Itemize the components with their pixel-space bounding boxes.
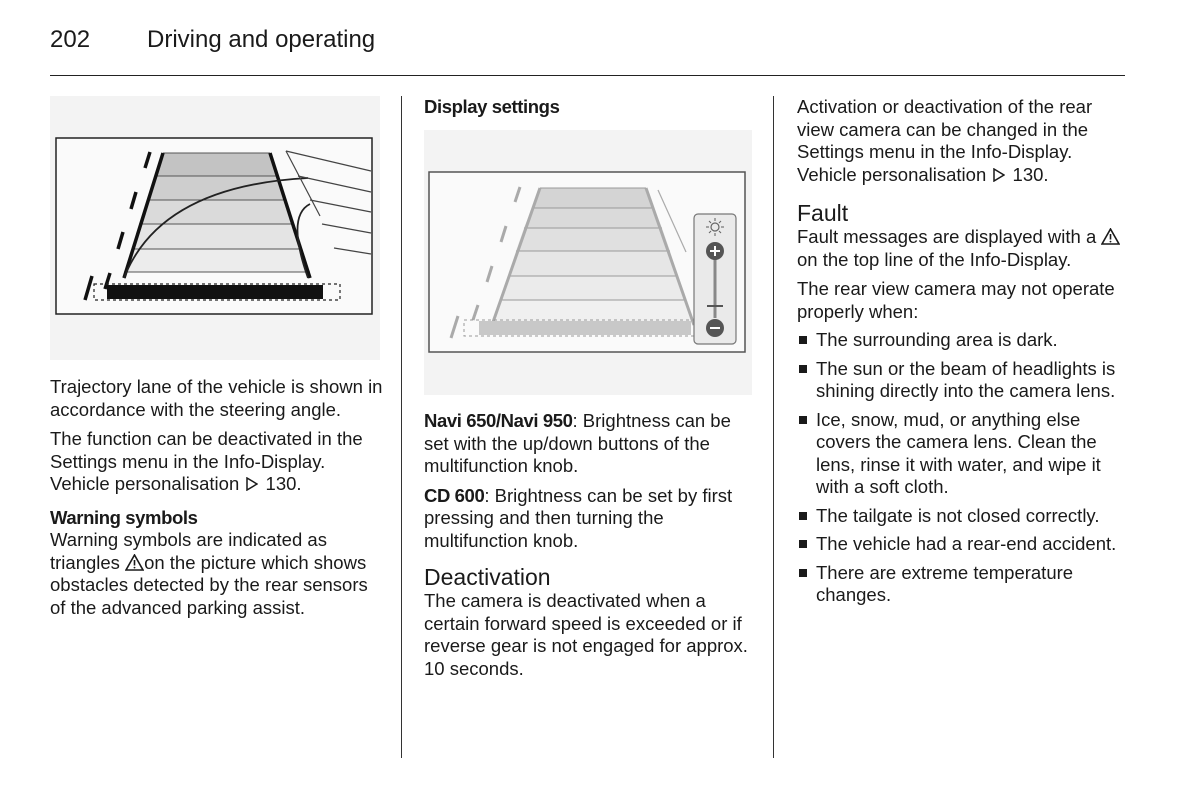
list-item: The surrounding area is dark. [797,329,1130,352]
column-divider-2 [773,96,774,758]
paragraph-fault-messages: Fault messages are displayed with a on t… [797,226,1130,271]
list-item: The vehicle had a rear-end accident. [797,533,1130,556]
reference-arrow-icon [993,167,1006,182]
warning-triangle-icon [1101,228,1121,245]
plus-icon[interactable] [706,242,724,260]
fault-heading: Fault [797,200,849,226]
list-item: The sun or the beam of headlights is shi… [797,358,1130,403]
paragraph-deactivate-function: The function can be deactivated in the S… [50,428,363,494]
column-divider-1 [401,96,402,758]
paragraph-trajectory: Trajectory lane of the vehicle is shown … [50,376,383,420]
column-1: Trajectory lane of the vehicle is shown … [50,376,385,619]
paragraph-navi-brightness: Navi 650/Navi 950: Brightness can be set… [424,410,731,476]
deactivation-heading: Deactivation [424,564,551,590]
paragraph-may-not-operate: The rear view camera may not operate pro… [797,278,1115,322]
page-number: 202 [50,26,91,53]
paragraph-cd-brightness: CD 600: Brightness can be set by first p… [424,484,733,551]
fault-conditions-list: The surrounding area is dark. The sun or… [797,329,1130,607]
sun-icon [706,218,724,236]
list-item: Ice, snow, mud, or anything else covers … [797,409,1130,499]
list-item: There are extreme temperature changes. [797,562,1130,607]
paragraph-warning-symbols: Warning symbols are indicated as triangl… [50,529,368,618]
paragraph-activation: Activation or deactivation of the rear v… [797,96,1093,185]
trajectory-camera-illustration [50,96,380,360]
reference-arrow-icon [246,477,259,491]
list-item: The tailgate is not closed correctly. [797,505,1130,528]
warning-symbols-heading: Warning symbols [50,506,198,528]
warning-triangle-icon [125,553,145,571]
column-2-text: Navi 650/Navi 950: Brightness can be set… [424,410,758,680]
header-rule [50,75,1125,76]
display-settings-illustration [424,130,752,395]
column-2: Display settings [424,96,758,119]
display-settings-heading: Display settings [424,96,560,117]
column-3: Activation or deactivation of the rear v… [797,96,1130,613]
paragraph-deactivation: The camera is deactivated when a certain… [424,590,748,679]
page-title: Driving and operating [147,26,376,53]
minus-icon[interactable] [706,319,724,337]
